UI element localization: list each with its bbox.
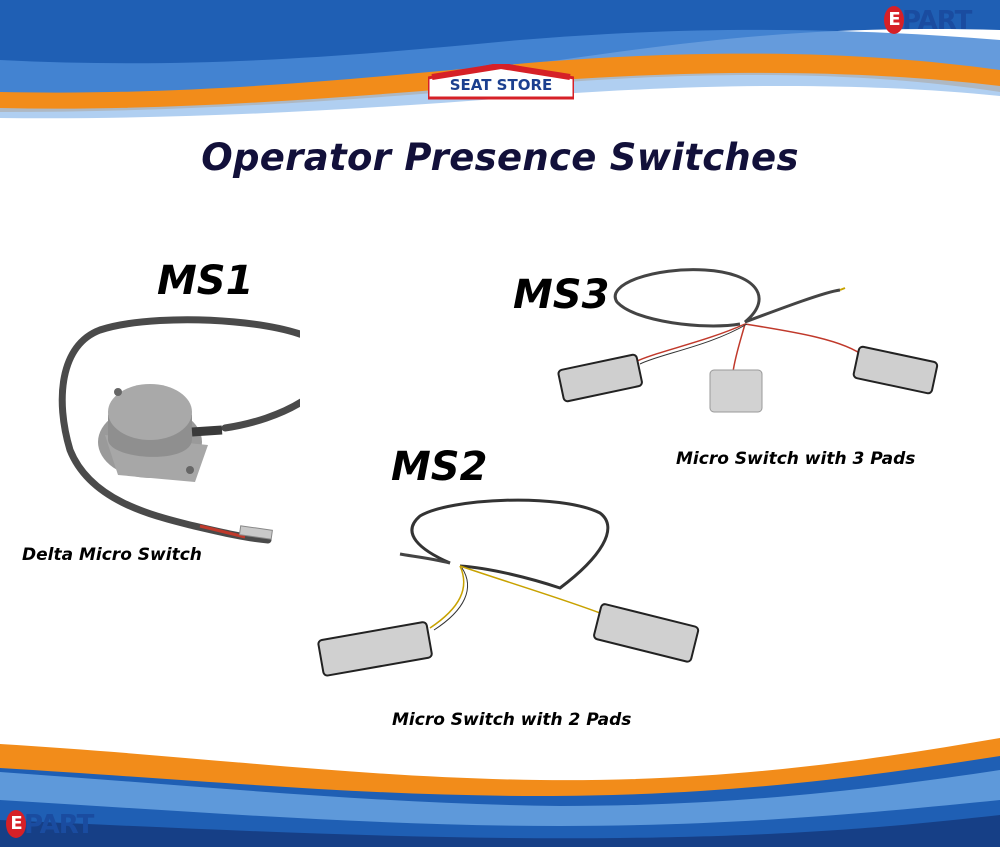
seat-store-roof-icon — [428, 64, 574, 100]
ms1-delta-micro-switch-image — [58, 316, 300, 544]
ms2-micro-switch-2-pads-image — [317, 498, 700, 677]
ms2-caption: Micro Switch with 2 Pads — [392, 710, 632, 730]
ms1-code: MS1 — [157, 258, 254, 304]
ekpart-logo-top: EPART — [884, 6, 972, 36]
ms3-caption: Micro Switch with 3 Pads — [676, 449, 916, 469]
ms1-caption: Delta Micro Switch — [22, 545, 202, 565]
ms3-micro-switch-3-pads-image — [557, 268, 939, 413]
ms2-code: MS2 — [391, 444, 488, 490]
ms3-code: MS3 — [513, 272, 610, 318]
ekpart-logo-text: PART — [902, 6, 972, 36]
ek-logo-mark: E — [884, 6, 904, 34]
ekpart-logo-bottom: EPART — [6, 810, 94, 840]
ek-logo-mark-bottom: E — [6, 810, 26, 838]
ekpart-logo-bottom-text: PART — [24, 810, 94, 840]
page-title: Operator Presence Switches — [201, 136, 799, 179]
seat-store-text: SEAT STORE — [449, 76, 553, 94]
seat-store-logo: SEAT STORE — [428, 64, 574, 102]
